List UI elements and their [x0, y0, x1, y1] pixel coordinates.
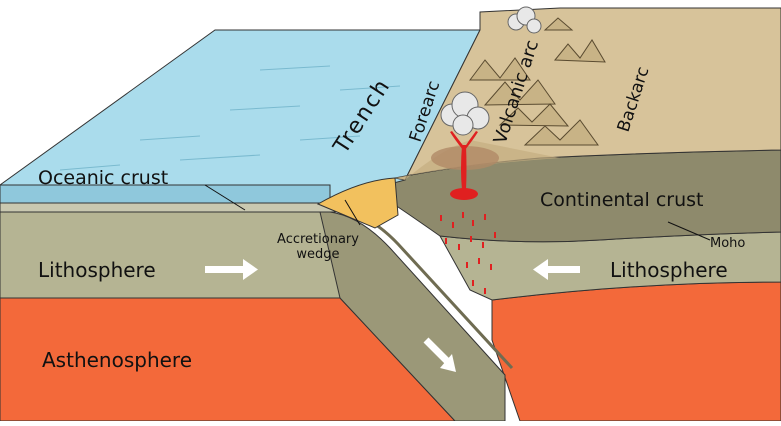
moho-label: Moho: [710, 236, 745, 251]
ocean-ripples: [59, 65, 401, 171]
accretionary-wedge-label-line2: wedge: [296, 247, 339, 262]
lithosphere-left-label: Lithosphere: [38, 258, 156, 282]
ash-cloud-icon-2: [507, 6, 542, 34]
ash-cloud-icon: [440, 91, 490, 136]
oceanic-crust-band: [0, 202, 336, 213]
asthenosphere-layer-right: [491, 281, 781, 422]
accretionary-wedge-label-line1: Accretionary: [277, 232, 359, 247]
asthenosphere-label: Asthenosphere: [42, 348, 192, 372]
arrow-icon-left: [205, 259, 258, 280]
continental-crust-label: Continental crust: [540, 189, 704, 211]
accretionary-wedge: [316, 177, 399, 229]
oceanic-crust-label: Oceanic crust: [38, 167, 168, 189]
arrow-icon-right: [533, 259, 580, 280]
magma-droplets: [440, 212, 496, 294]
moho-leader: [667, 221, 711, 241]
lithosphere-right-label: Lithosphere: [610, 258, 728, 282]
arrow-icon-down: [423, 337, 456, 372]
wedge-leader: [344, 199, 361, 226]
mountain-ridges: [469, 17, 606, 146]
subducting-slab: [319, 211, 506, 422]
oceanic-crust-leader: [204, 184, 246, 211]
magma-conduit: [450, 131, 478, 200]
